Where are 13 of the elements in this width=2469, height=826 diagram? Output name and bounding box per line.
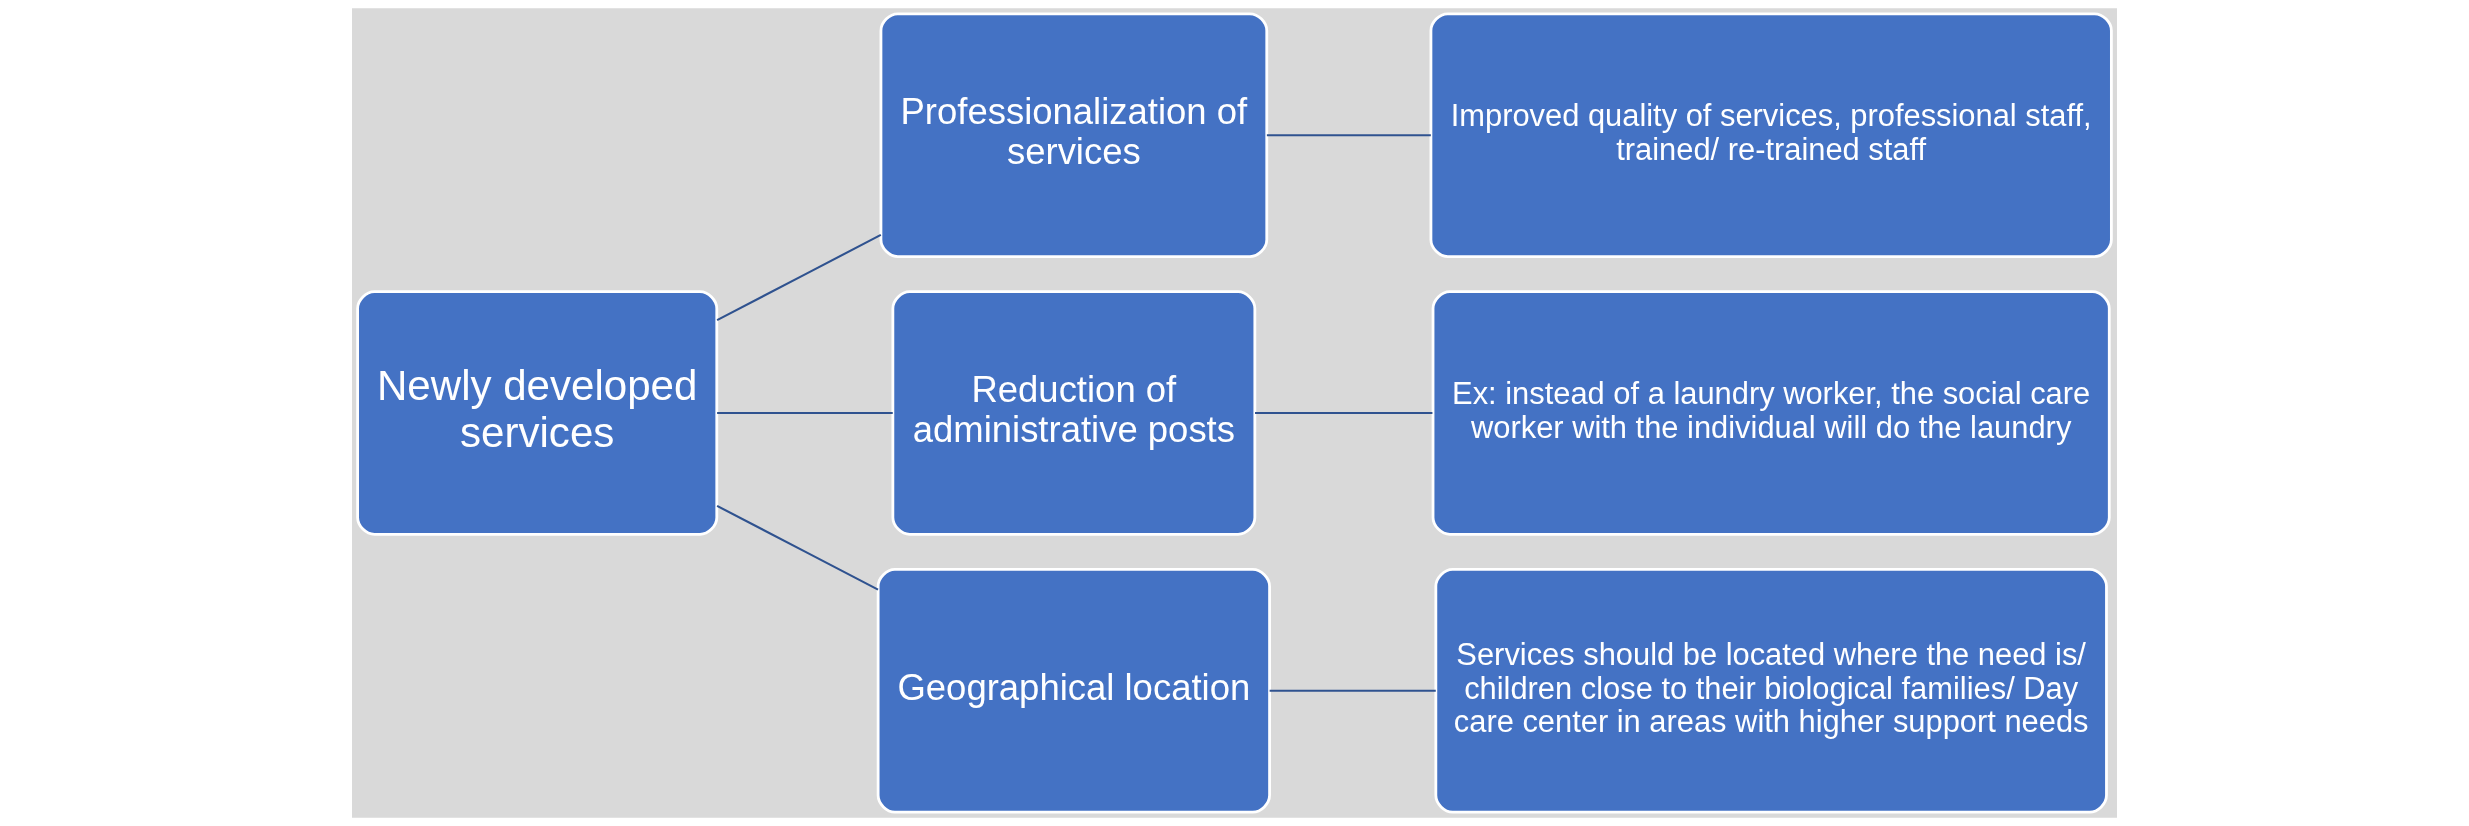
node-box: Improved quality of services, professional staff, trained/ re-trained staff xyxy=(1429,12,2113,258)
node-box: Newly developed services xyxy=(356,290,719,536)
node-box: Reduction of administrative posts xyxy=(891,290,1257,536)
node-box: Geographical location xyxy=(876,568,1271,814)
connector xyxy=(1269,689,1436,692)
connector xyxy=(1266,134,1431,137)
connector xyxy=(1255,411,1433,415)
node-box: Professionalization of services xyxy=(879,12,1269,258)
connector xyxy=(716,233,882,322)
node-box: Services should be located where the need is/ children close to their biological families/ Day care center in areas with higher support needs xyxy=(1434,568,2108,814)
node-box: Ex: instead of a laundry worker, the social care worker with the individual will do the laundry xyxy=(1431,290,2111,536)
connector xyxy=(716,504,879,591)
connector xyxy=(717,411,893,415)
